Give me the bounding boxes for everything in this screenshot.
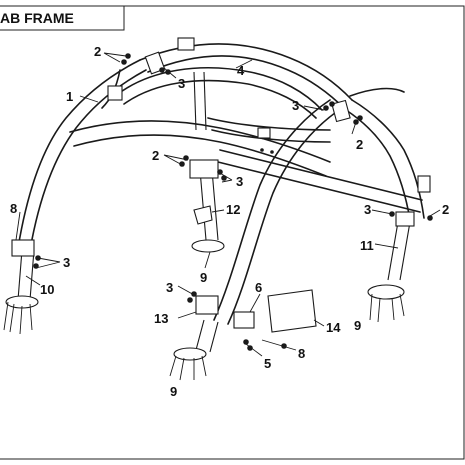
part-14-panel — [267, 289, 317, 333]
callout-6: 6 — [255, 280, 262, 295]
callout-2: 2 — [152, 148, 159, 163]
callout-9: 9 — [354, 318, 361, 333]
callout-8: 8 — [10, 201, 17, 216]
part-12-bracket — [193, 205, 213, 225]
callout-2: 2 — [442, 202, 449, 217]
callout-11: 11 — [360, 238, 374, 253]
callout-2: 2 — [94, 44, 101, 59]
callout-10: 10 — [40, 282, 54, 297]
callout-3: 3 — [364, 202, 371, 217]
hardware-fasteners — [33, 53, 433, 351]
leader-lines — [15, 52, 441, 357]
title-box — [0, 5, 125, 31]
callout-4: 4 — [237, 63, 245, 78]
callout-8: 8 — [298, 346, 305, 361]
callout-2: 2 — [356, 137, 363, 152]
callout-14: 14 — [326, 320, 341, 335]
callout-3: 3 — [292, 98, 299, 113]
callout-labels: 1 2 3 4 3 2 2 3 12 8 3 10 9 3 2 11 9 3 6… — [10, 44, 449, 399]
callout-3: 3 — [63, 255, 70, 270]
callout-9: 9 — [200, 270, 207, 285]
callout-13: 13 — [154, 311, 168, 326]
callout-1: 1 — [66, 89, 73, 104]
mounting-brackets — [11, 37, 431, 329]
callout-12: 12 — [226, 202, 240, 217]
page-border — [0, 5, 465, 460]
callout-9: 9 — [170, 384, 177, 399]
diagram-title: AB FRAME — [0, 10, 74, 26]
foot-mounts — [3, 239, 405, 381]
callout-3: 3 — [166, 280, 173, 295]
callout-5: 5 — [264, 356, 271, 371]
callout-3: 3 — [236, 174, 243, 189]
callout-3: 3 — [178, 76, 185, 91]
roll-cage-tubes — [17, 43, 425, 353]
